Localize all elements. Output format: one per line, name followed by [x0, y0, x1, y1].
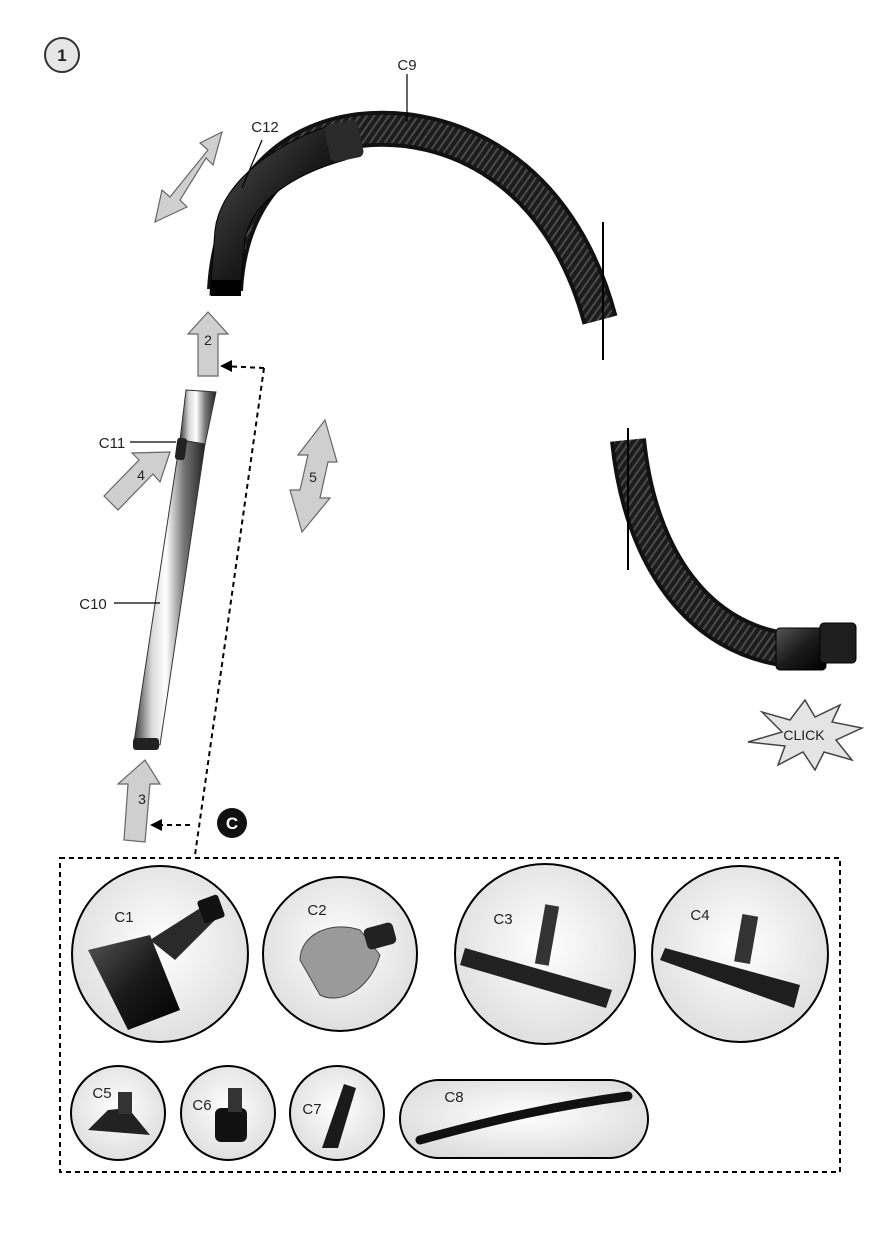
telescopic-tube: [133, 389, 217, 750]
click-label: CLICK: [783, 727, 825, 743]
accessory-c1-label: C1: [114, 909, 133, 926]
accessory-c8-label: C8: [444, 1089, 463, 1106]
accessories-box: [59, 857, 841, 1173]
accessory-c2: C2: [262, 876, 418, 1032]
accessory-c4: C4: [651, 865, 829, 1043]
arrow-4-label: 4: [137, 467, 145, 483]
arrow-3-label: 3: [138, 791, 146, 807]
accessory-c3: C3: [454, 863, 636, 1045]
arrow-4: 4: [103, 451, 171, 511]
accessory-c7-label: C7: [302, 1101, 321, 1118]
hose-upper: [207, 110, 618, 325]
label-hose: C9: [397, 57, 416, 74]
click-burst: CLICK: [747, 698, 865, 772]
arrow-2-label: 2: [204, 332, 212, 348]
accessory-c8: C8: [399, 1079, 649, 1159]
step-number: 1: [57, 46, 66, 65]
label-tube-button: C11: [99, 435, 125, 452]
accessory-c5: C5: [70, 1065, 166, 1161]
accessory-c2-label: C2: [307, 902, 326, 919]
arrow-5-label: 5: [309, 469, 317, 485]
section-badge-letter: C: [226, 814, 238, 833]
arrow-2: 2: [186, 311, 230, 377]
arrow-3: 3: [116, 759, 162, 843]
section-badge: C: [217, 808, 247, 838]
label-tube: C10: [79, 596, 107, 613]
step-badge: 1: [44, 37, 80, 73]
guide-line: [194, 367, 265, 856]
label-hose-release: C12: [251, 119, 279, 136]
double-arrow-release: [154, 130, 223, 224]
accessory-c7: C7: [289, 1065, 385, 1161]
arrow-5: 5: [289, 418, 338, 534]
accessory-c6-label: C6: [192, 1097, 211, 1114]
accessory-c1: C1: [71, 865, 249, 1043]
accessory-c4-label: C4: [690, 907, 709, 924]
accessory-c6: C6: [180, 1065, 276, 1161]
accessory-c5-label: C5: [92, 1085, 111, 1102]
accessory-c3-label: C3: [493, 911, 512, 928]
hose-lower: [610, 438, 857, 671]
